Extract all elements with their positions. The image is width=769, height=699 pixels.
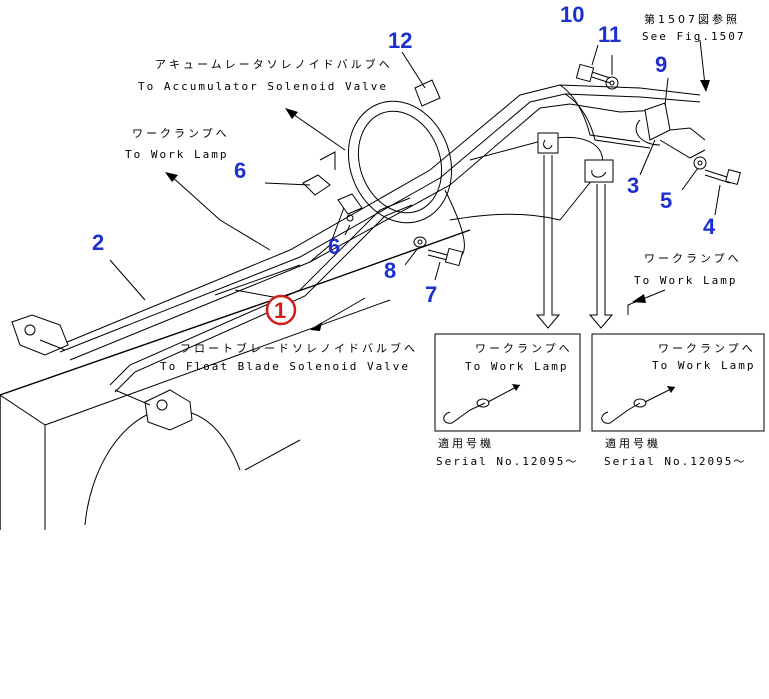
callout-12: 12	[388, 28, 412, 53]
callout-6a: 6	[234, 158, 246, 183]
callout-1: 1	[265, 294, 297, 326]
work-lamp-label-jp-left: ワークランプへ	[132, 127, 230, 140]
callout-3: 3	[627, 173, 639, 198]
washer-5	[693, 156, 707, 170]
clamp-lower	[337, 193, 363, 222]
callout-7: 7	[425, 282, 437, 307]
serial-label-right: Serial No.12095～	[604, 455, 746, 468]
callout-6b: 6	[328, 234, 340, 259]
work-lamp-label-en-left: To Work Lamp	[125, 148, 228, 161]
callout-2: 2	[92, 230, 104, 255]
float-blade-label-jp: フロートブレードソレノイドバルブへ	[180, 341, 418, 355]
accumulator-label-jp: アキュームレータソレノイドバルブへ	[155, 57, 393, 71]
serial-label-left: Serial No.12095～	[436, 455, 578, 468]
work-lamp-label-jp-right: ワークランプへ	[644, 252, 742, 265]
fig-ref-en: See Fig.1507	[642, 30, 745, 43]
detail-left-work-lamp-jp: ワークランプへ	[475, 342, 573, 355]
fig-ref-jp: 第1507図参照	[644, 12, 740, 26]
callout-4: 4	[703, 214, 716, 239]
bolt-4	[704, 169, 741, 185]
accumulator-label-en: To Accumulator Solenoid Valve	[138, 80, 388, 93]
callout-8: 8	[384, 258, 396, 283]
connector-left-top	[11, 314, 69, 356]
clamp-upper	[302, 151, 336, 196]
float-blade-label-en: To Float Blade Solenoid Valve	[160, 360, 410, 373]
machine-frame	[0, 229, 471, 530]
harness-1	[109, 197, 413, 393]
bolt-7	[427, 247, 464, 267]
detail-right-work-lamp-en: To Work Lamp	[652, 359, 755, 372]
svg-text:1: 1	[274, 298, 286, 323]
washer-8	[413, 236, 427, 248]
main-harness	[59, 84, 701, 361]
detail-box-right	[591, 333, 765, 432]
work-lamp-label-en-right: To Work Lamp	[634, 274, 737, 287]
detail-box-left	[434, 333, 581, 432]
callout-11: 11	[598, 22, 621, 47]
detail-right-work-lamp-jp: ワークランプへ	[658, 342, 756, 355]
bolt-10	[575, 63, 611, 84]
cylinder-body	[347, 100, 603, 261]
applicable-label-right: 適用号機	[605, 436, 661, 450]
connector-left-bottom	[114, 389, 193, 431]
callout-5: 5	[660, 188, 672, 213]
applicable-label-left: 適用号機	[438, 436, 494, 450]
detail-left-work-lamp-en: To Work Lamp	[465, 360, 568, 373]
tag-12	[414, 79, 441, 107]
washer-11	[605, 76, 619, 90]
detail-markers	[535, 132, 614, 329]
callout-10: 10	[560, 2, 584, 27]
callout-9: 9	[655, 52, 667, 77]
bracket-assembly	[635, 102, 706, 159]
